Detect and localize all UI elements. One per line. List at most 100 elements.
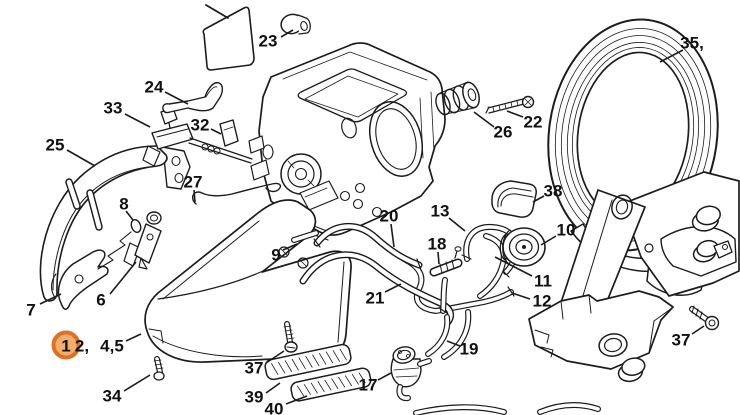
fuel-filter-drawing [390, 346, 432, 402]
part-label-35[interactable]: 35, [659, 34, 704, 63]
leader-line [193, 189, 196, 203]
grommet-23-drawing [280, 13, 311, 35]
choke-lever-drawing [162, 81, 224, 114]
part-number-text: 35, [680, 34, 704, 53]
selected-part-number: 1 [61, 337, 70, 356]
part-label-13[interactable]: 13 [431, 202, 466, 232]
screw-34-drawing [153, 356, 165, 381]
leader-line [473, 111, 495, 128]
part-number-text: 7 [26, 301, 35, 320]
leader-line [66, 149, 96, 167]
part-label-10[interactable]: 10 [540, 221, 575, 246]
leader-line [280, 29, 294, 38]
selected-part-highlight [51, 330, 81, 360]
part-label-22[interactable]: 22 [506, 110, 542, 132]
part-number-text: 8 [119, 195, 128, 214]
trigger-interlock-drawing [123, 211, 162, 270]
part-label-17[interactable]: 17 [359, 372, 392, 395]
part-label-23[interactable]: 23 [259, 29, 294, 51]
hose-11-drawing [477, 233, 507, 299]
part-number-text: 32 [191, 116, 210, 135]
part-number-text: 9 [271, 246, 280, 265]
part-label-38[interactable]: 38 [532, 182, 563, 203]
part-number-text: 6 [96, 291, 105, 310]
part-label-7[interactable]: 7 [26, 293, 62, 320]
leader-line [446, 340, 461, 347]
rear-handle-frame-drawing [528, 171, 740, 383]
pin-9-drawing [291, 230, 319, 243]
part-label-37[interactable]: 37 [245, 350, 285, 378]
leader-line [39, 293, 62, 305]
hose-19-drawing [425, 309, 472, 360]
leader-line [659, 49, 684, 63]
hose-20-drawing [313, 222, 423, 271]
leader-line [511, 292, 531, 300]
leader-line [384, 283, 402, 293]
part-number-text: 12 [533, 292, 552, 311]
leader-line [124, 113, 151, 128]
throttle-trigger-drawing [51, 249, 109, 310]
leader-line [282, 243, 298, 251]
leader-line [448, 217, 466, 232]
part-label-39[interactable]: 39 [245, 382, 281, 407]
part-label-24[interactable]: 24 [145, 78, 189, 105]
part-label-25[interactable]: 25 [46, 136, 96, 167]
part-label-37[interactable]: 37 [672, 325, 705, 350]
part-label-27[interactable]: 27 [184, 173, 203, 203]
leader-line [390, 223, 395, 248]
engine-housing-drawing [248, 42, 446, 241]
base-plate-39-drawing [264, 343, 352, 381]
block-32-drawing [219, 119, 239, 147]
leader-line [506, 110, 524, 118]
part-number-text: 20 [380, 207, 399, 226]
grommet-10-drawing [499, 227, 546, 267]
part-label-11[interactable]: 11 [494, 256, 552, 291]
part-label-19[interactable]: 19 [446, 340, 478, 359]
part-label-33[interactable]: 33 [104, 99, 151, 128]
switch-shaft-drawing [142, 107, 253, 167]
part-number-text: 34 [103, 387, 122, 406]
leader-line [210, 128, 222, 135]
part-label-12[interactable]: 12 [511, 292, 552, 311]
part-number-text: 40 [265, 400, 284, 415]
t-fitting-drawing [429, 246, 463, 314]
annular-buffer-drawing [435, 81, 480, 116]
part-label-18[interactable]: 18 [428, 235, 447, 265]
label-plate-drawing [202, 4, 255, 71]
part-label-21[interactable]: 21 [366, 283, 402, 308]
ring-8-drawing [97, 219, 142, 270]
leader-line [265, 382, 281, 394]
leader-line [540, 235, 557, 246]
part-number-group-text: 2, [75, 337, 89, 356]
leader-line [164, 91, 189, 105]
part-label-8[interactable]: 8 [119, 195, 134, 221]
leader-line [377, 372, 392, 381]
part-label-9[interactable]: 9 [271, 243, 298, 265]
part-number-text: 39 [245, 388, 264, 407]
leader-line [265, 350, 285, 364]
part-label-40[interactable]: 40 [265, 395, 308, 415]
clamp-38-drawing [491, 180, 537, 218]
part-label-6[interactable]: 6 [96, 261, 137, 310]
hose-21-drawing [299, 251, 455, 326]
screw-22-drawing [485, 95, 535, 114]
leader-line [285, 395, 308, 405]
cropped-bottom-parts [413, 402, 601, 415]
part-label-32[interactable]: 32 [191, 116, 222, 135]
part-label-20[interactable]: 20 [380, 207, 399, 248]
part-number-text: 23 [259, 32, 278, 51]
part-number-text: 17 [359, 376, 378, 395]
leader-line [494, 256, 533, 277]
part-number-text: 25 [46, 136, 65, 155]
part-number-text: 27 [184, 173, 203, 192]
part-number-text: 37 [672, 331, 691, 350]
part-number-text: 38 [544, 182, 563, 201]
part-label-26[interactable]: 26 [473, 111, 513, 142]
part-number-text: 26 [494, 123, 513, 142]
part-label-34[interactable]: 34 [103, 374, 151, 406]
leader-line [691, 325, 705, 335]
